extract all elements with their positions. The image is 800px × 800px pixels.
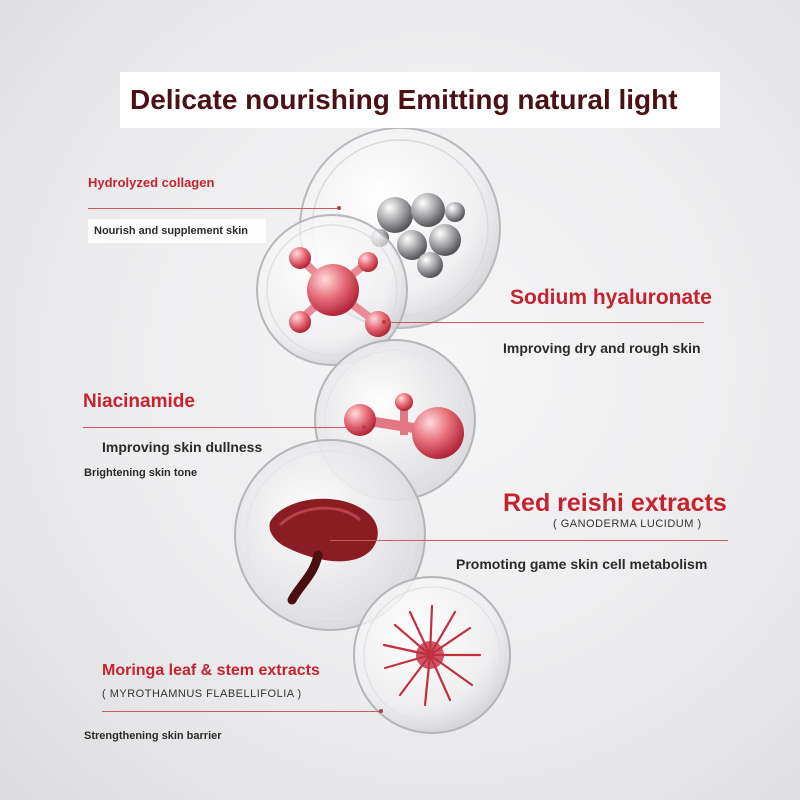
red-reishi-latin-name: ( GANODERMA LUCIDUM ) — [553, 518, 702, 530]
collagen-benefit-background — [88, 219, 266, 243]
sodium-hyaluronate-benefit: Improving dry and rough skin — [503, 340, 701, 356]
hydrolyzed-collagen-leader-line — [88, 208, 340, 209]
moringa-dish — [353, 576, 511, 734]
niacinamide-benefit-2: Brightening skin tone — [84, 467, 198, 479]
sodium-hyaluronate-leader-dot — [382, 320, 386, 324]
hyaluronate-dish — [256, 214, 408, 366]
dumbbell-molecule — [344, 393, 464, 459]
moringa-name: Moringa leaf & stem extracts — [102, 662, 320, 679]
moringa-latin-name: ( MYROTHAMNUS FLABELLIFOLIA ) — [102, 688, 302, 700]
moringa-leader-line — [102, 711, 382, 712]
reishi-mushroom — [269, 498, 378, 605]
moringa-benefit: Strengthening skin barrier — [84, 730, 222, 742]
hydrolyzed-collagen-leader-dot — [337, 206, 341, 210]
red-reishi-name: Red reishi extracts — [503, 489, 727, 517]
niacinamide-benefit-1: Improving skin dullness — [102, 439, 263, 455]
niacinamide-leader-dot — [362, 425, 366, 429]
reishi-dish — [234, 439, 426, 631]
hydrolyzed-collagen-name: Hydrolyzed collagen — [88, 175, 215, 190]
red-reishi-benefit: Promoting game skin cell metabolism — [456, 556, 708, 572]
red-reishi-leader-line — [330, 540, 728, 541]
hydrolyzed-collagen-benefit: Nourish and supplement skin — [94, 225, 249, 237]
sodium-hyaluronate-name: Sodium hyaluronate — [510, 286, 712, 309]
grey-molecule-cluster — [371, 193, 465, 278]
sodium-hyaluronate-leader-line — [384, 322, 704, 323]
niacinamide-name: Niacinamide — [83, 391, 195, 412]
red-molecule — [289, 247, 391, 337]
page-title: Delicate nourishing Emitting natural lig… — [130, 84, 678, 115]
niacinamide-leader-line — [83, 427, 365, 428]
moringa-leader-dot — [379, 709, 383, 713]
title-background — [120, 72, 720, 128]
